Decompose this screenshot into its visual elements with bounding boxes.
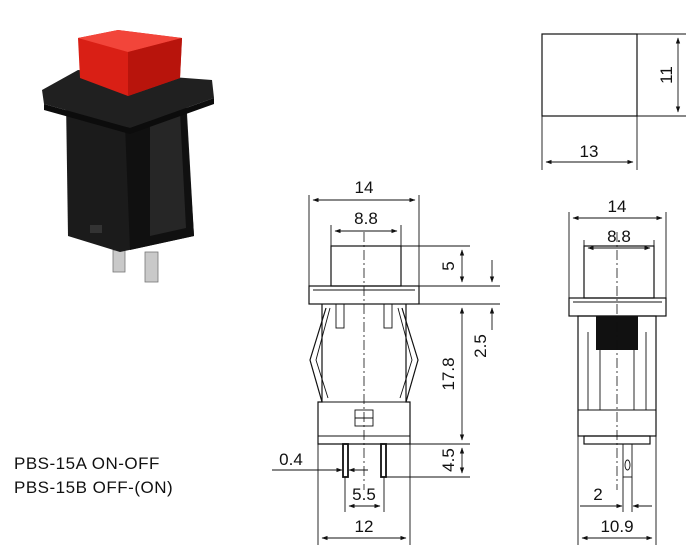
cap-height-label: 11: [657, 66, 676, 84]
cap-protrusion-label: 5: [439, 261, 458, 270]
cap-width-label: 13: [580, 142, 599, 161]
terminal-thickness-label: 0.4: [279, 450, 303, 469]
model-line-2: PBS-15B OFF-(ON): [14, 478, 173, 498]
side-terminal-width-label: 2: [593, 485, 602, 504]
side-view: [568, 212, 667, 545]
cap-top-view: [541, 33, 686, 170]
body-width-label: 12: [355, 517, 374, 536]
terminal-length-label: 4.5: [439, 448, 458, 472]
model-code: PBS-15B: [14, 478, 88, 497]
front-cap-width-label: 8.8: [354, 209, 378, 228]
front-view: [272, 195, 500, 545]
body-height-label: 17.8: [439, 357, 458, 390]
model-function: ON-OFF: [91, 454, 160, 473]
side-width-label: 14: [608, 197, 627, 216]
terminal-pitch-label: 5.5: [352, 485, 376, 504]
model-function: OFF-(ON): [92, 478, 174, 497]
side-body-width-label: 10.9: [600, 517, 633, 536]
front-width-label: 14: [355, 178, 374, 197]
product-photo: [42, 30, 214, 283]
model-code: PBS-15A: [14, 454, 87, 473]
side-cap-width-label: 8.8: [607, 227, 631, 246]
model-line-1: PBS-15A ON-OFF: [14, 454, 160, 474]
flange-thickness-label: 2.5: [471, 334, 490, 358]
